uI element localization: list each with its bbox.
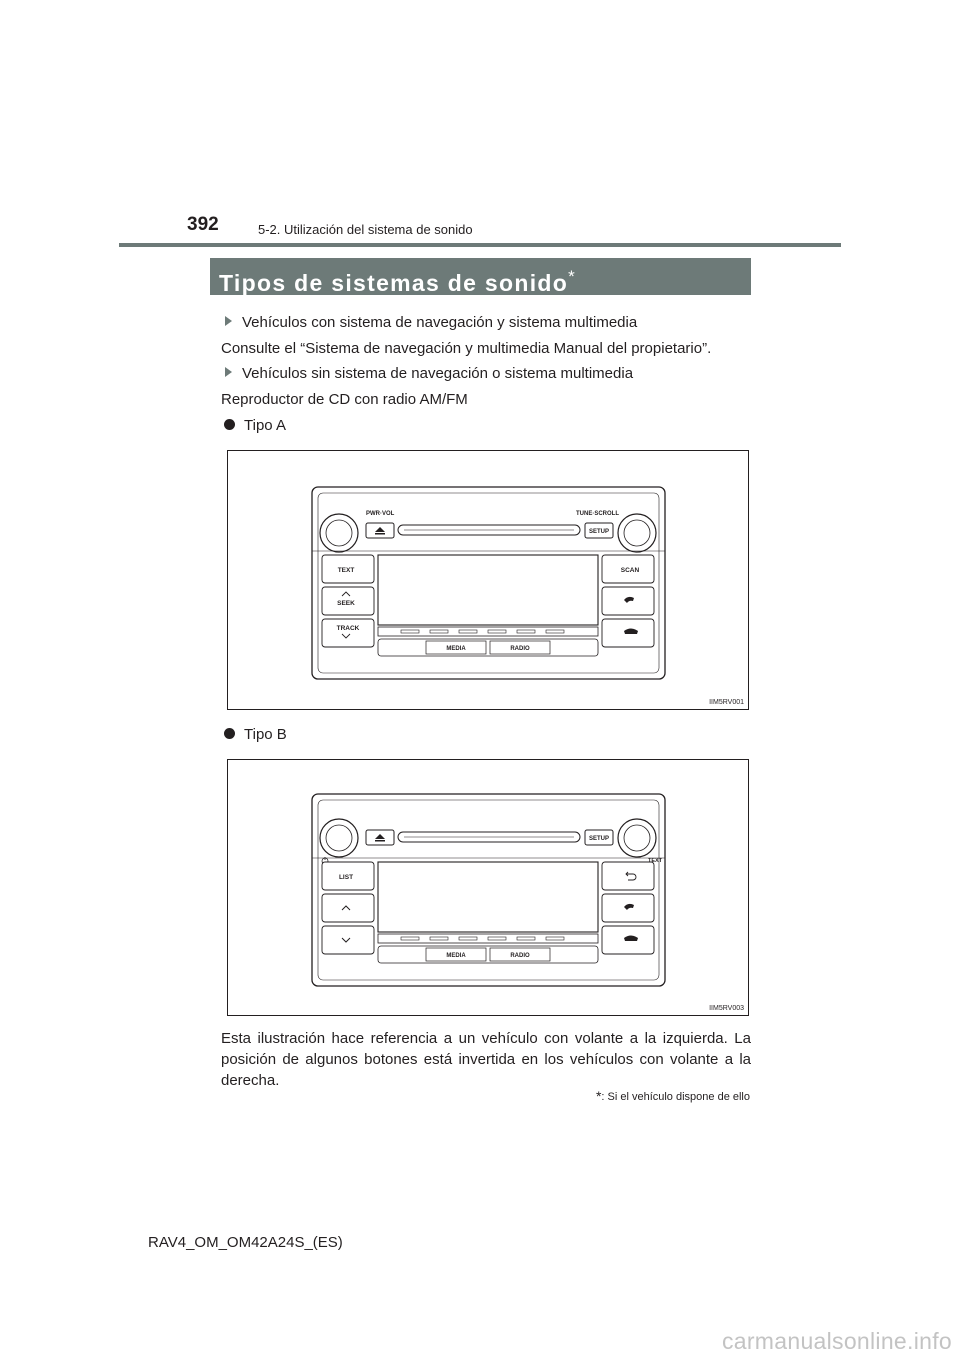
left-button-column: TEXT SEEK TRACK [321, 554, 375, 648]
tune-knob [617, 818, 657, 858]
eject-button [365, 522, 395, 539]
audio-panel-type-b-illustration: TEXT SETUP MEDIA RADIO [311, 793, 666, 987]
circle-bullet-icon [224, 419, 235, 430]
radio-label: RADIO [510, 953, 530, 959]
display-screen [377, 861, 599, 933]
bullet-label: Tipo A [244, 417, 286, 434]
panel-inner-outline [317, 799, 660, 981]
seek-button-label: SEEK [337, 600, 355, 607]
audio-panel-type-a-illustration: PWR·VOL TUNE·SCROLL SETUP [311, 486, 666, 680]
preset-buttons [377, 933, 599, 944]
list-item-label: Vehículos con sistema de navegación y si… [242, 314, 638, 331]
phone-pickup-icon [624, 596, 634, 603]
phone-hangup-icon [624, 628, 638, 634]
header-divider [119, 243, 841, 247]
watermark: carmanualsonline.info [721, 1328, 952, 1354]
triangle-bullet-icon [225, 316, 232, 326]
phone-pickup-icon [624, 903, 634, 910]
bullet-type-a: Tipo A [224, 416, 286, 436]
media-radio-bar: MEDIA RADIO [377, 945, 599, 964]
figure-code: IIM5RV003 [709, 1005, 744, 1012]
circle-bullet-icon [224, 728, 235, 739]
media-radio-bar: MEDIA RADIO [377, 638, 599, 657]
bullet-type-b: Tipo B [224, 725, 287, 745]
figure-code: IIM5RV001 [709, 699, 744, 706]
preset-buttons [377, 626, 599, 637]
right-button-column: SCAN [601, 554, 655, 648]
eject-button [365, 829, 395, 846]
tune-knob [617, 513, 657, 553]
svg-text:SETUP: SETUP [589, 836, 609, 842]
track-down-icon [341, 633, 351, 639]
track-button-label: TRACK [337, 625, 360, 632]
title-asterisk: * [568, 267, 575, 286]
chevron-down-icon [341, 937, 351, 943]
display-screen [377, 554, 599, 626]
figure-type-a: PWR·VOL TUNE·SCROLL SETUP [227, 450, 749, 710]
page-number: 392 [187, 214, 219, 235]
setup-button: SETUP [584, 829, 614, 846]
media-label: MEDIA [446, 953, 466, 959]
panel-inner-outline [317, 492, 660, 674]
seek-up-icon [341, 591, 351, 597]
pwr-vol-label: PWR·VOL [366, 511, 395, 517]
back-icon [625, 871, 637, 881]
svg-text:SETUP: SETUP [589, 529, 609, 535]
footnote-text: : Si el vehículo dispone de ello [601, 1091, 750, 1103]
list-item-label: Vehículos sin sistema de navegación o si… [242, 365, 634, 382]
list-item-navigation: Vehículos con sistema de navegación y si… [225, 313, 637, 333]
figure-type-b: TEXT SETUP MEDIA RADIO [227, 759, 749, 1016]
volume-knob [319, 513, 359, 553]
volume-knob [319, 818, 359, 858]
radio-label: RADIO [510, 646, 530, 652]
chevron-up-icon [341, 905, 351, 911]
page-title-text: Tipos de sistemas de sonido [219, 270, 569, 296]
setup-button: SETUP [584, 522, 614, 539]
tune-scroll-label: TUNE·SCROLL [576, 511, 619, 517]
phone-hangup-icon [624, 935, 638, 941]
text-button-label: TEXT [338, 567, 355, 574]
bullet-label: Tipo B [244, 726, 287, 743]
scan-button-label: SCAN [621, 567, 640, 574]
caption-text: Esta ilustración hace referencia a un ve… [221, 1030, 751, 1089]
right-button-column [601, 861, 655, 955]
paragraph-navigation: Consulte el “Sistema de navegación y mul… [221, 340, 712, 357]
footnote-asterisk: * [595, 1088, 602, 1104]
media-label: MEDIA [446, 646, 466, 652]
manual-code: RAV4_OM_OM42A24S_(ES) [148, 1234, 343, 1251]
left-button-column: LIST [321, 861, 375, 955]
list-button-label: LIST [339, 874, 353, 881]
page-title: Tipos de sistemas de sonido* [210, 258, 751, 296]
triangle-bullet-icon [225, 367, 232, 377]
list-item-no-navigation: Vehículos sin sistema de navegación o si… [225, 364, 633, 384]
footnote: *: Si el vehículo dispone de ello [596, 1088, 750, 1104]
knob-text-label: TEXT [648, 858, 663, 864]
eject-icon [375, 527, 385, 532]
section-title: 5-2. Utilización del sistema de sonido [258, 222, 473, 237]
paragraph-cd-player: Reproductor de CD con radio AM/FM [221, 391, 468, 408]
eject-icon [375, 834, 385, 839]
